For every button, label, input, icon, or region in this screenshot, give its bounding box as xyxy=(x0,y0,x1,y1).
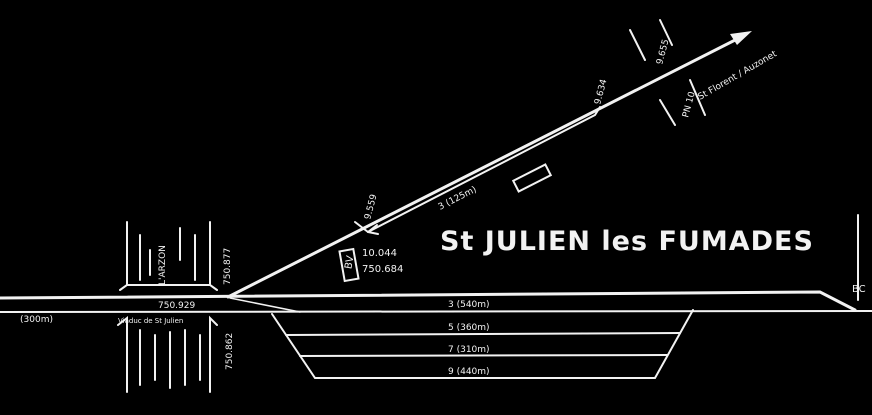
bridge-hatching xyxy=(139,227,201,389)
km-main-label: 750.684 xyxy=(362,264,403,275)
km-switch-label: 750.929 xyxy=(158,301,195,311)
track-label-3: 3 (540m) xyxy=(448,300,490,310)
km-pn-label: 9.655 xyxy=(655,38,671,65)
main-track-upper xyxy=(0,290,857,312)
switch-link xyxy=(229,297,301,313)
km-branch-start-label: 9.559 xyxy=(363,193,379,221)
station-building-label: BV xyxy=(343,255,356,270)
station-building xyxy=(338,247,360,283)
level-crossing-marks xyxy=(629,19,706,126)
track-label-7: 7 (310m) xyxy=(448,345,490,355)
km-bridge-bottom-label: 750.862 xyxy=(225,333,235,370)
bridge-name-label: Viaduc de St Julien xyxy=(118,317,183,325)
track-7 xyxy=(299,354,668,357)
bridge-top xyxy=(119,221,218,291)
siding-end-arrow-icon xyxy=(354,221,379,235)
direction-label: St Florent / Auzonet xyxy=(697,49,780,102)
km-branch-label: 10.044 xyxy=(362,248,397,259)
km-branch-mid-label: 9.634 xyxy=(593,78,609,106)
river-label: L'ARZON xyxy=(158,245,168,285)
track-5 xyxy=(285,332,681,336)
pn-label: PN 10 xyxy=(681,90,698,118)
track-label-5: 5 (360m) xyxy=(448,323,490,333)
siding-track xyxy=(367,106,601,233)
branch-track xyxy=(226,33,747,299)
main-track-lower xyxy=(0,310,872,313)
km-bridge-top-label: 750.877 xyxy=(223,248,233,285)
building-small xyxy=(511,163,553,193)
track-label-9: 9 (440m) xyxy=(448,367,490,377)
bridge-bottom xyxy=(117,315,218,393)
main-length-label: (300m) xyxy=(20,315,53,325)
station-title: St JULIEN les FUMADES xyxy=(440,226,814,257)
direction-arrow-icon xyxy=(730,31,752,45)
track-9 xyxy=(271,309,694,379)
